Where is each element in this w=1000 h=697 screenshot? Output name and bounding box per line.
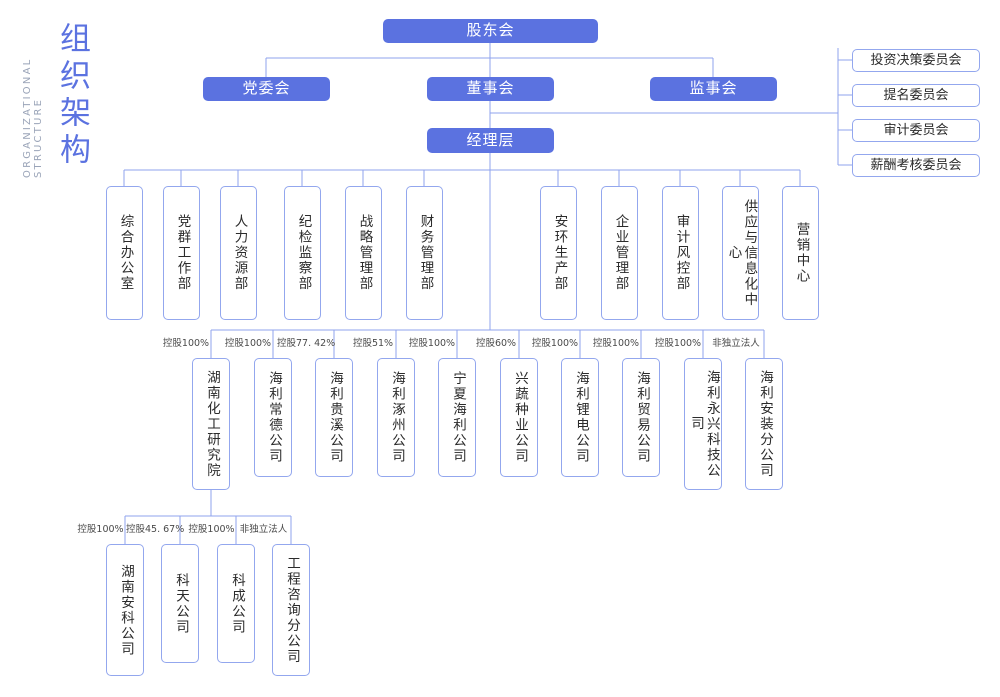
- ratio-label: 控股100%: [408, 338, 456, 349]
- ratio-label: 控股100%: [592, 338, 640, 349]
- dept-marketing-center[interactable]: 营销中心: [782, 186, 819, 320]
- sub-haili-changde[interactable]: 海利常德公司: [254, 358, 292, 477]
- committee-investment-decision[interactable]: 投资决策委员会: [852, 49, 980, 72]
- ratio-label: 控股100%: [188, 524, 235, 535]
- sub-xingshu-seed[interactable]: 兴蔬种业公司: [500, 358, 538, 477]
- ratio-label: 控股51%: [352, 338, 394, 349]
- sub-haili-guixi[interactable]: 海利贵溪公司: [315, 358, 353, 477]
- committee-nomination[interactable]: 提名委员会: [852, 84, 980, 107]
- page-subtitle: ORGANIZATIONAL STRUCTURE: [22, 57, 44, 178]
- sub-haili-trade[interactable]: 海利贸易公司: [622, 358, 660, 477]
- subsub-hunan-anke[interactable]: 湖南安科公司: [106, 544, 144, 676]
- committee-audit[interactable]: 审计委员会: [852, 119, 980, 142]
- ratio-label: 非独立法人: [712, 338, 760, 349]
- dept-party-mass-work[interactable]: 党群工作部: [163, 186, 200, 320]
- dept-audit-risk-control[interactable]: 审计风控部: [662, 186, 699, 320]
- ratio-label: 控股77. 42%: [277, 338, 336, 349]
- dept-general-office[interactable]: 综合办公室: [106, 186, 143, 320]
- committee-remuneration[interactable]: 薪酬考核委员会: [852, 154, 980, 177]
- node-shareholders[interactable]: 股东会: [383, 19, 598, 43]
- sub-haili-lithium-battery[interactable]: 海利锂电公司: [561, 358, 599, 477]
- sub-ningxia-haili[interactable]: 宁夏海利公司: [438, 358, 476, 477]
- node-board-of-directors[interactable]: 董事会: [427, 77, 554, 101]
- page-title: 组织架构: [54, 22, 90, 170]
- sub-haili-installation-branch[interactable]: 海利安装分公司: [745, 358, 783, 490]
- sub-haili-zhuozhou[interactable]: 海利涿州公司: [377, 358, 415, 477]
- ratio-label: 控股100%: [531, 338, 579, 349]
- dept-strategy-management[interactable]: 战略管理部: [345, 186, 382, 320]
- dept-discipline-inspection[interactable]: 纪检监察部: [284, 186, 321, 320]
- dept-enterprise-management[interactable]: 企业管理部: [601, 186, 638, 320]
- node-management[interactable]: 经理层: [427, 128, 554, 153]
- node-party-committee[interactable]: 党委会: [203, 77, 330, 101]
- sub-haili-yongxing-technology[interactable]: 海利永兴科技公司: [684, 358, 722, 490]
- dept-supply-informatization-center[interactable]: 供应与信息化中心: [722, 186, 759, 320]
- ratio-label: 控股45. 67%: [126, 524, 185, 535]
- ratio-label: 控股60%: [475, 338, 517, 349]
- subsub-engineering-consulting-branch[interactable]: 工程咨询分公司: [272, 544, 310, 676]
- dept-finance-management[interactable]: 财务管理部: [406, 186, 443, 320]
- dept-safety-environment-production[interactable]: 安环生产部: [540, 186, 577, 320]
- ratio-label: 控股100%: [654, 338, 702, 349]
- ratio-label: 控股100%: [77, 524, 124, 535]
- ratio-label: 非独立法人: [239, 524, 288, 535]
- ratio-label: 控股100%: [162, 338, 210, 349]
- subsub-kecheng[interactable]: 科成公司: [217, 544, 255, 663]
- ratio-label: 控股100%: [224, 338, 272, 349]
- sub-hunan-chemical-research-institute[interactable]: 湖南化工研究院: [192, 358, 230, 490]
- subsub-ketian[interactable]: 科天公司: [161, 544, 199, 663]
- dept-human-resources[interactable]: 人力资源部: [220, 186, 257, 320]
- node-board-of-supervisors[interactable]: 监事会: [650, 77, 777, 101]
